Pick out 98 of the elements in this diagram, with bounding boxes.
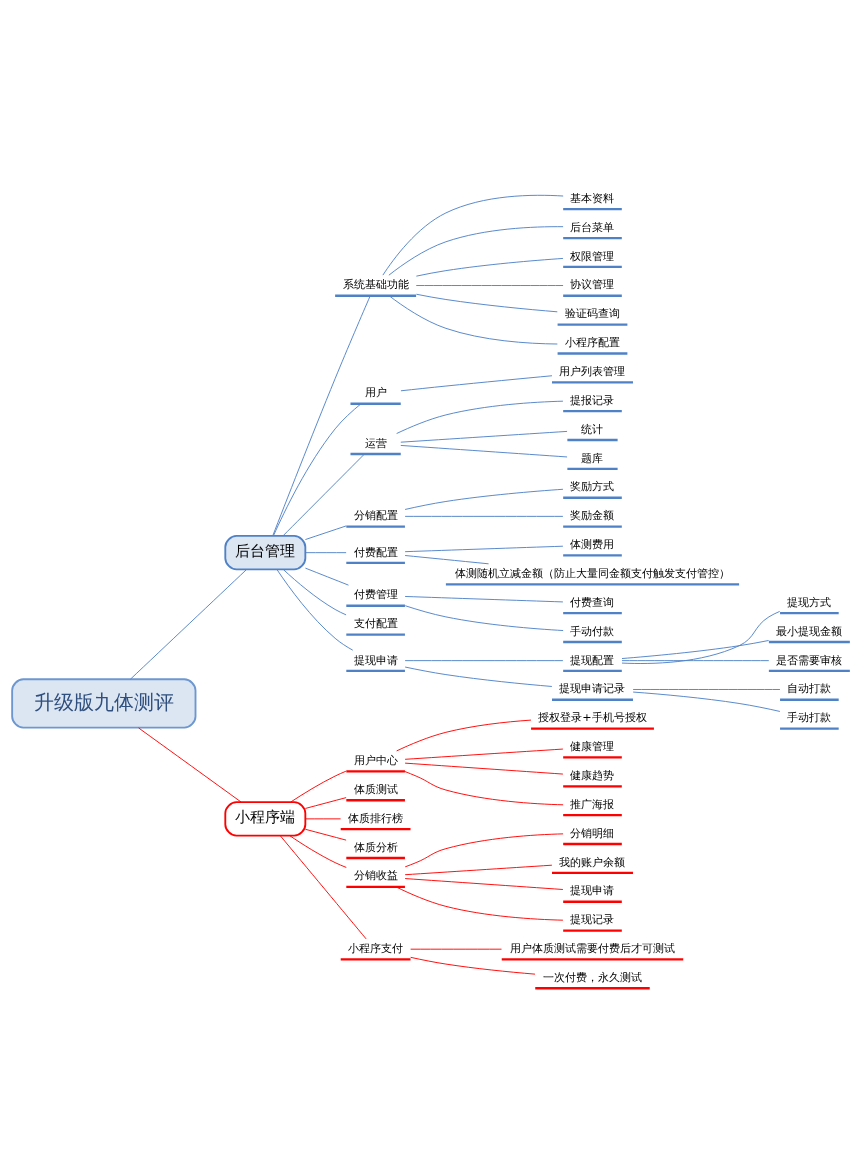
connector <box>400 374 553 391</box>
node-text: 支付配置 <box>353 616 398 630</box>
connector <box>396 400 564 434</box>
connector <box>404 666 553 687</box>
node-text: 提现申请 <box>570 883 615 897</box>
connector <box>404 554 490 564</box>
node-text: 自动打款 <box>787 681 832 695</box>
node-box: 升级版九体测评 <box>11 677 197 729</box>
connector <box>279 834 367 939</box>
node-text: 体质测试 <box>353 782 398 796</box>
connector <box>404 659 564 661</box>
node-text: 提现申请记录 <box>559 681 626 695</box>
connector <box>404 762 564 775</box>
node-text: 体测随机立减金额（防止大量同金额支付触发支付管控） <box>454 566 730 580</box>
node-text: 题库 <box>581 451 604 465</box>
connector <box>388 225 564 276</box>
node-text: 付费配置 <box>353 545 398 559</box>
connector <box>404 877 564 890</box>
node-text: 奖励金额 <box>570 508 615 522</box>
connector <box>304 817 342 819</box>
connector <box>632 691 781 712</box>
connector <box>621 639 770 659</box>
node-text: 提现记录 <box>570 912 615 926</box>
connector <box>304 828 347 841</box>
connector <box>621 659 770 661</box>
connector <box>404 488 564 510</box>
connector <box>388 294 558 344</box>
node-text: 我的账户余额 <box>559 855 626 868</box>
node-text: 权限管理 <box>570 249 615 263</box>
node-text: 一次付费，永久测试 <box>542 970 642 984</box>
connector <box>276 568 354 651</box>
node-text: 系统基础功能 <box>342 277 409 291</box>
connector <box>404 595 564 602</box>
node-text: 验证码查询 <box>564 306 620 320</box>
node-text: 分销收益 <box>353 868 398 882</box>
node-text: 提报记录 <box>570 393 615 407</box>
node-text: 付费管理 <box>353 587 398 601</box>
node-text: 协议管理 <box>570 277 615 291</box>
node-box: 小程序端 <box>224 800 307 837</box>
node-text: 体质分析 <box>353 840 398 854</box>
connector <box>404 748 564 760</box>
connector <box>304 796 347 809</box>
node-text: 用户 <box>364 385 387 399</box>
node-text: 用户中心 <box>353 753 398 767</box>
connector <box>404 604 564 631</box>
node-text: 是否需要审核 <box>776 653 843 667</box>
connector <box>632 688 781 690</box>
node-text: 奖励方式 <box>570 479 615 493</box>
connector <box>400 444 568 457</box>
connector <box>415 257 564 277</box>
connector <box>404 515 564 517</box>
connector <box>304 567 349 586</box>
connector <box>129 568 247 680</box>
connector <box>289 834 347 868</box>
connector <box>273 403 362 536</box>
node-text: 授权登录+手机号授权 <box>538 710 647 724</box>
connector <box>404 832 564 867</box>
connector <box>304 524 347 540</box>
connector <box>382 194 564 276</box>
node-text: 运营 <box>364 436 387 450</box>
connector <box>621 610 781 664</box>
connector <box>404 864 553 875</box>
node-text: 后台菜单 <box>570 220 615 234</box>
connector <box>272 294 371 536</box>
node-text: 基本资料 <box>570 191 615 205</box>
node-text: 体质排行榜 <box>348 811 404 825</box>
connector <box>415 284 564 286</box>
connector <box>290 770 347 802</box>
connector <box>400 430 568 443</box>
connector <box>304 551 347 553</box>
node-text: 手动打款 <box>787 710 832 724</box>
node-text: 用户列表管理 <box>559 364 626 378</box>
node-text: 小程序支付 <box>348 941 404 955</box>
node-box: 后台管理 <box>224 534 307 570</box>
connector <box>395 885 564 921</box>
node-text: 分销明细 <box>570 826 615 840</box>
connector <box>396 719 532 751</box>
node-text: 用户体质测试需要付费后才可测试 <box>509 941 675 955</box>
node-text: 提现申请 <box>353 653 398 667</box>
connector <box>138 726 242 803</box>
node-text: 提现方式 <box>787 595 832 609</box>
node-text: 推广海报 <box>570 797 615 811</box>
connector <box>282 453 365 536</box>
connector <box>404 770 564 805</box>
node-text: 健康管理 <box>570 739 615 753</box>
connector <box>404 545 564 552</box>
node-text: 健康趋势 <box>570 768 615 782</box>
connector <box>415 293 558 312</box>
node-text: 手动付款 <box>570 624 615 638</box>
node-text: 统计 <box>581 422 604 436</box>
node-text: 体测费用 <box>570 537 615 551</box>
node-text: 付费查询 <box>570 595 615 609</box>
node-text: 提现配置 <box>570 653 615 667</box>
node-text: 分销配置 <box>353 508 398 522</box>
connector <box>410 956 536 975</box>
node-text: 小程序配置 <box>564 335 620 349</box>
node-text: 最小提现金额 <box>776 624 843 638</box>
connector <box>283 568 347 615</box>
